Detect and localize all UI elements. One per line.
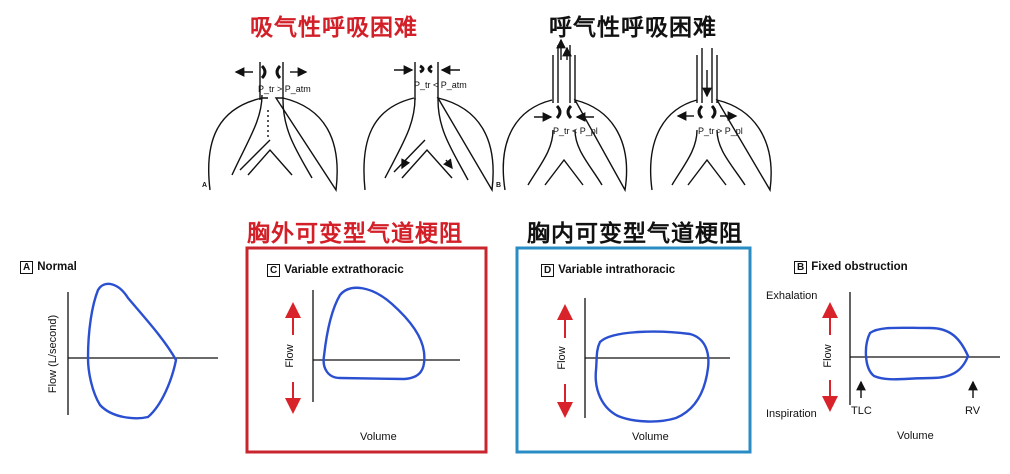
inspiration-label: Inspiration — [766, 408, 817, 420]
loop-fixed-ylabel: Flow — [822, 344, 834, 368]
lung-diagram-4 — [649, 48, 772, 193]
loop-intrathoracic-axes — [584, 298, 730, 418]
loop-fixed-title-text: Fixed obstruction — [811, 261, 908, 273]
loop-intrathoracic-xlabel: Volume — [632, 431, 669, 443]
exhalation-label: Exhalation — [766, 290, 818, 302]
loop-intrathoracic-title-text: Variable intrathoracic — [558, 264, 676, 276]
lung-diagram-1 — [208, 62, 338, 192]
panel-letter-a: A — [202, 182, 208, 189]
loop-normal-title-text: Normal — [37, 261, 77, 273]
heading-intrathoracic-obstruction: 胸内可变型气道梗阻 — [527, 221, 743, 247]
pressure-label-2: P_tr < P_atm — [414, 80, 467, 90]
loop-fixed-curve — [864, 326, 970, 381]
pressure-label-4: P_tr > P_pl — [698, 126, 743, 136]
panel-letter-b: B — [496, 182, 502, 189]
lung-diagram-2 — [363, 62, 494, 193]
loop-normal-curve — [86, 282, 178, 420]
loop-intrathoracic-curve — [594, 330, 710, 423]
loop-normal-axes — [67, 292, 218, 415]
loop-extrathoracic-xlabel: Volume — [360, 431, 397, 443]
box-extrathoracic — [245, 246, 488, 454]
loop-intrathoracic-ylabel: Flow — [556, 346, 568, 370]
rv-label: RV — [965, 405, 981, 417]
loop-extrathoracic-axes — [312, 290, 460, 402]
loop-intrathoracic-letter: D — [541, 264, 555, 277]
loop-fixed-axes — [849, 292, 1000, 405]
tlc-label: TLC — [851, 405, 872, 417]
heading-expiratory-difficulty: 呼气性呼吸困难 — [549, 15, 717, 41]
pressure-label-3: P_tr < P_pl — [553, 126, 598, 136]
loop-extrathoracic-letter: C — [267, 264, 281, 277]
loop-extrathoracic-ylabel: Flow — [284, 344, 296, 368]
heading-extrathoracic-obstruction: 胸外可变型气道梗阻 — [247, 221, 463, 247]
loop-fixed-letter: B — [794, 261, 808, 274]
loop-extrathoracic-curve — [322, 286, 426, 381]
pressure-label-1: P_tr > P_atm — [258, 84, 311, 94]
lung-diagram-3 — [502, 38, 628, 193]
box-intrathoracic — [515, 246, 752, 454]
loop-fixed-xlabel: Volume — [897, 430, 934, 442]
loop-normal-letter: A — [20, 261, 34, 274]
loop-normal-ylabel: Flow (L/second) — [47, 314, 59, 394]
heading-inspiratory-difficulty: 吸气性呼吸困难 — [250, 15, 418, 41]
loop-extrathoracic-title-text: Variable extrathoracic — [284, 264, 404, 276]
